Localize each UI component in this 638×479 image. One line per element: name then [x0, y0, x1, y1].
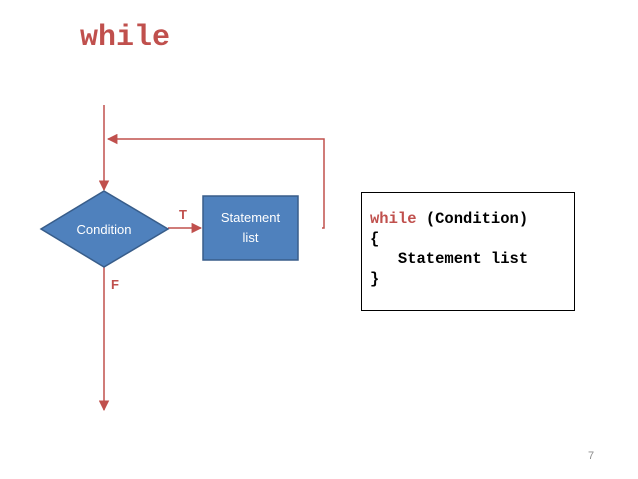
code-close-brace: } [370, 270, 380, 288]
statement-box [202, 195, 299, 261]
code-line-while: while (Condition) [370, 209, 574, 229]
code-condition: (Condition) [416, 210, 529, 228]
false-label: F [111, 277, 119, 292]
page-number: 7 [588, 450, 595, 462]
condition-diamond [39, 190, 170, 268]
statement-label-line1: Statement [221, 210, 281, 225]
condition-label: Condition [77, 222, 132, 237]
slide-title: while [80, 21, 171, 55]
code-box: while (Condition) { Statement list } [361, 192, 575, 311]
code-body: Statement list [370, 250, 529, 268]
statement-label-line2: list [243, 230, 259, 245]
true-label: T [179, 207, 187, 222]
code-keyword: while [370, 210, 417, 228]
loop-back-arrow [106, 133, 325, 229]
code-open-brace: { [370, 230, 380, 248]
